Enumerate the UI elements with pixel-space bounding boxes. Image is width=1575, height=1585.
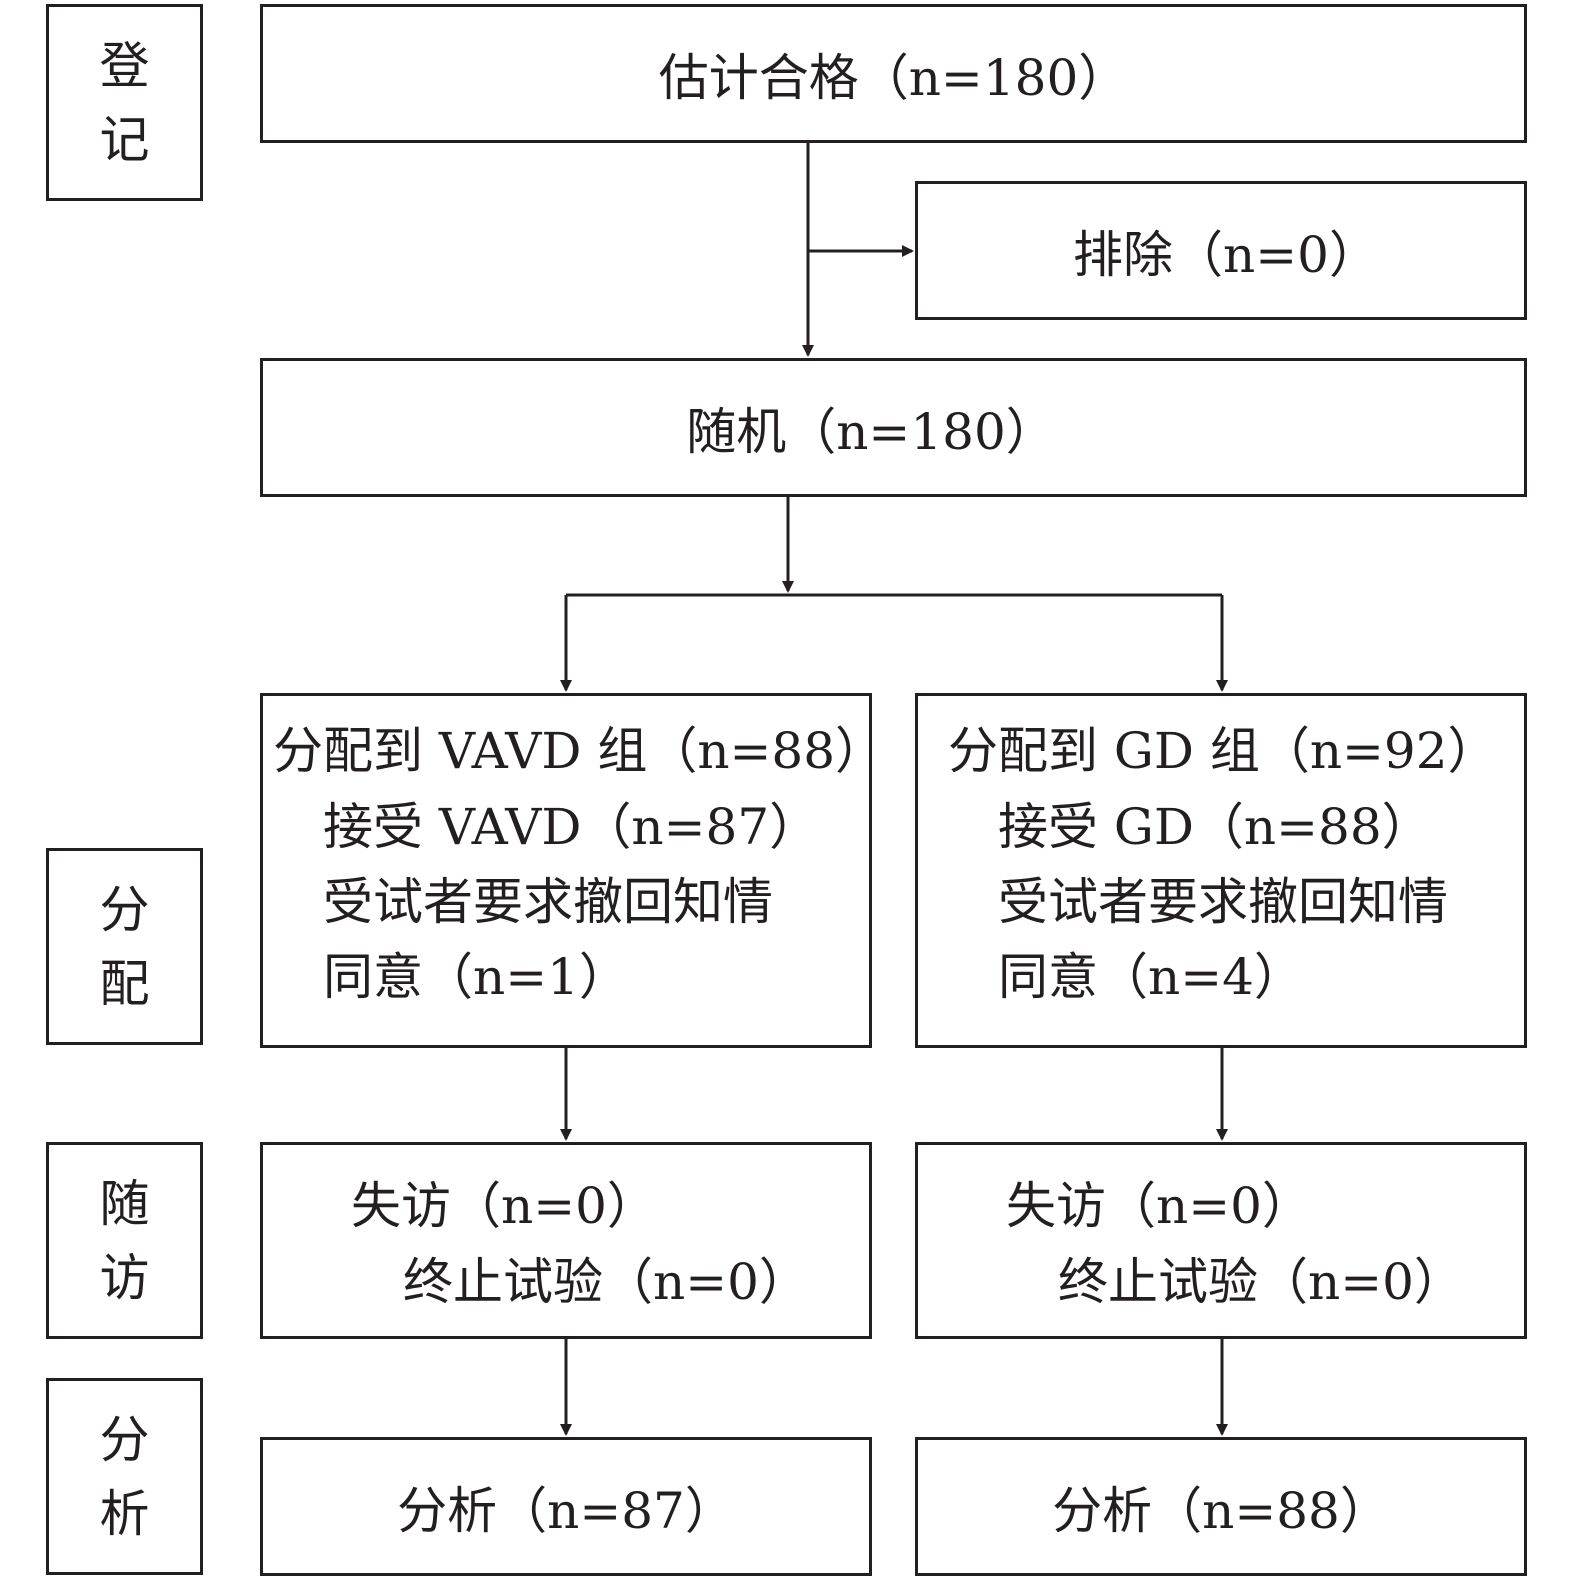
stage-followup: 随 访 [46,1142,203,1339]
stage-enrollment-char-1: 登 [99,36,150,95]
stage-followup-char-2: 访 [99,1248,150,1307]
vavd-allocation-box: 分配到 VAVD 组（n=88） 接受 VAVD（n=87） 受试者要求撤回知情… [260,693,885,1048]
eligibility-box: 估计合格（n=180） [260,4,1527,143]
analysis-left-text: 分析（n=87） [397,1481,735,1540]
analysis-left-box: 分析（n=87） [260,1437,872,1576]
followup-right-box: 失访（n=0） 终止试验（n=0） [915,1142,1527,1339]
gd-received: 接受 GD（n=88） [998,798,1432,856]
gd-withdraw-line2: 同意（n=4） [998,948,1304,1006]
stage-followup-char-1: 随 [99,1174,150,1233]
vavd-received: 接受 VAVD（n=87） [323,798,820,856]
vavd-withdraw-line1: 受试者要求撤回知情 [323,873,773,931]
randomized-text: 随机（n=180） [686,402,1056,461]
eligibility-text: 估计合格（n=180） [658,48,1129,107]
excluded-text: 排除（n=0） [1073,225,1379,284]
gd-title: 分配到 GD 组（n=92） [948,722,1498,780]
stage-enrollment: 登 记 [46,4,203,201]
gd-allocation-box: 分配到 GD 组（n=92） 接受 GD（n=88） 受试者要求撤回知情 同意（… [915,693,1527,1048]
stage-allocation-char-1: 分 [99,880,150,939]
stage-allocation: 分 配 [46,848,203,1045]
followup-right-lost: 失访（n=0） [1006,1177,1312,1235]
stage-analysis-char-2: 析 [99,1484,150,1543]
stage-enrollment-char-2: 记 [99,110,150,169]
vavd-withdraw-line2: 同意（n=1） [323,948,629,1006]
followup-right-stopped: 终止试验（n=0） [1058,1253,1464,1311]
followup-left-lost: 失访（n=0） [351,1177,657,1235]
vavd-title: 分配到 VAVD 组（n=88） [273,722,886,780]
followup-left-stopped: 终止试验（n=0） [403,1253,809,1311]
stage-allocation-char-2: 配 [99,954,150,1013]
split-horizontal [566,595,1222,695]
analysis-right-text: 分析（n=88） [1052,1481,1390,1540]
gd-withdraw-line1: 受试者要求撤回知情 [998,873,1448,931]
analysis-right-box: 分析（n=88） [915,1437,1527,1576]
excluded-box: 排除（n=0） [915,181,1527,320]
randomized-box: 随机（n=180） [260,358,1527,497]
stage-analysis: 分 析 [46,1378,203,1575]
followup-left-box: 失访（n=0） 终止试验（n=0） [260,1142,872,1339]
stage-analysis-char-1: 分 [99,1410,150,1469]
